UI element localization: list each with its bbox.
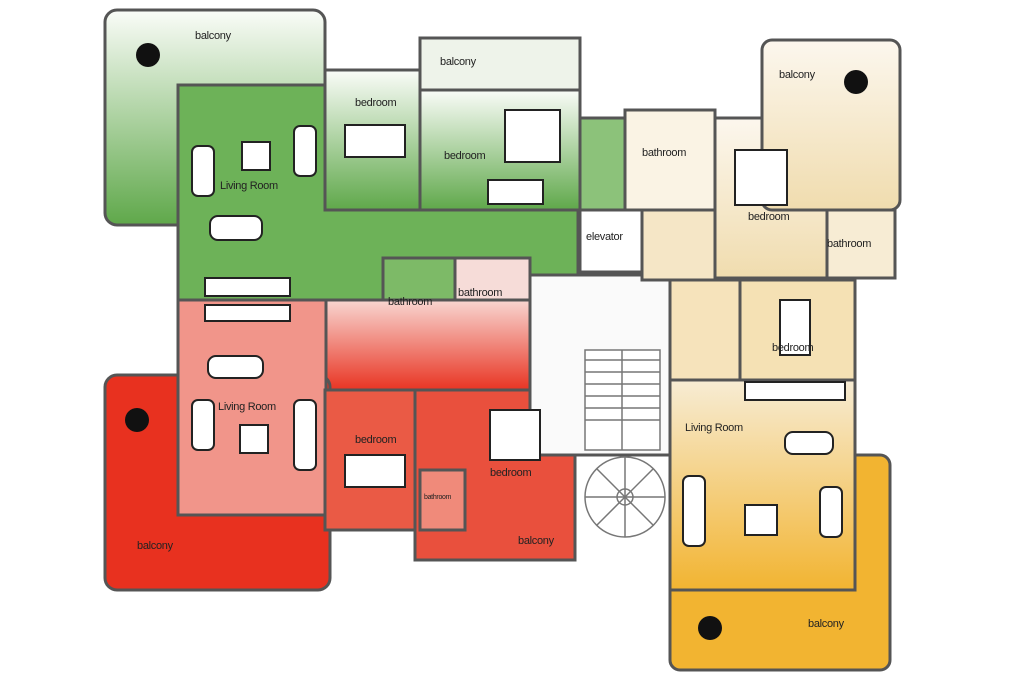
furniture [191,109,846,547]
room-label: balcony [518,535,554,547]
green-balcony-2 [418,36,582,92]
room-label: bathroom [458,287,503,299]
room-label: bedroom [772,342,814,354]
room-label: Living Room [685,422,743,434]
cream-bathroom-1 [623,108,717,212]
room-label: bedroom [748,211,790,223]
room-label: bedroom [444,150,486,162]
stairs [584,349,666,538]
room-label: bedroom [355,97,397,109]
room-label: elevator [586,231,623,243]
room-label: bathroom [424,494,452,501]
cream-bathroom-2 [825,208,897,280]
room-label: bedroom [490,467,532,479]
room-label: balcony [779,69,815,81]
outdoor-tables [125,43,868,640]
green-wc [578,116,627,212]
red-small-bathroom [418,468,467,532]
room-label: balcony [195,30,231,42]
room-label: balcony [137,540,173,552]
elevator-shaft [578,208,644,274]
room-label: bathroom [642,147,687,159]
room-label: bathroom [827,238,872,250]
room-label: Living Room [220,180,278,192]
room-label: balcony [440,56,476,68]
room-label: Living Room [218,401,276,413]
room-label: balcony [808,618,844,630]
room-label: bedroom [355,434,397,446]
room-label: bathroom [388,296,433,308]
